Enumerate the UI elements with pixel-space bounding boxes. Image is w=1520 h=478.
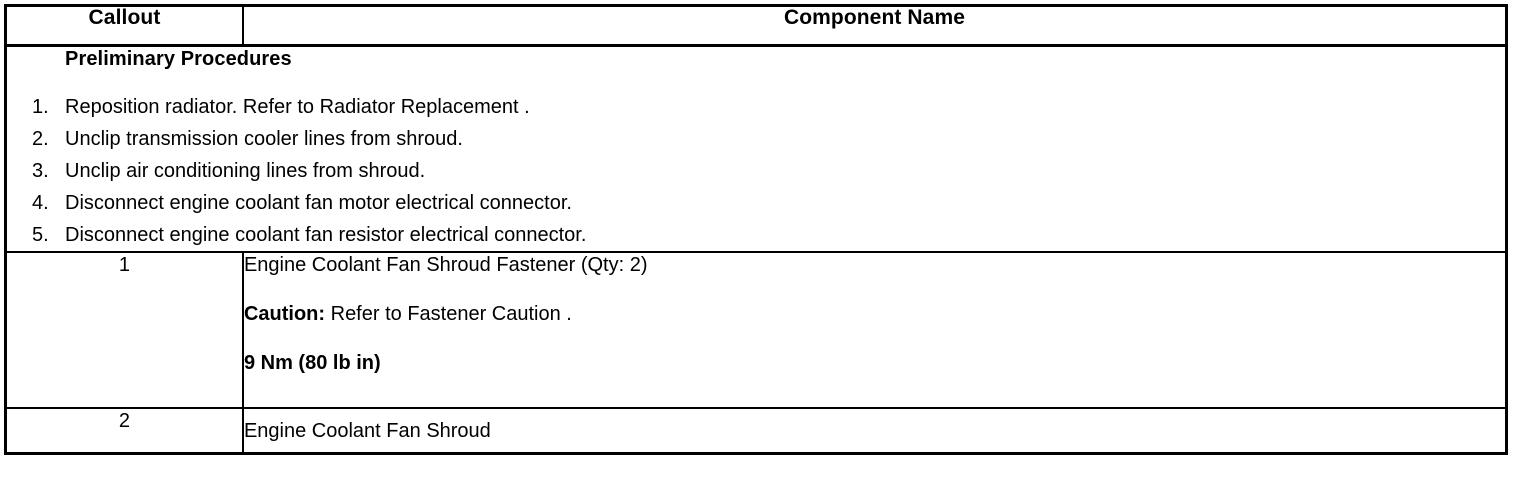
component-name-cell: Engine Coolant Fan Shroud	[242, 408, 1507, 454]
torque-specification: 9 Nm (80 lb in)	[243, 352, 381, 374]
component-name-text: Engine Coolant Fan Shroud	[243, 420, 491, 442]
list-item-text: Unclip air conditioning lines from shrou…	[65, 160, 426, 182]
list-item: 2. Unclip transmission cooler lines from…	[7, 123, 1505, 155]
list-item-text: Disconnect engine coolant fan resistor e…	[65, 224, 587, 246]
component-parts-table: Callout Component Name Preliminary Proce…	[4, 4, 1508, 455]
component-name-text: Engine Coolant Fan Shroud Fastener (Qty:…	[243, 254, 648, 276]
preliminary-spacer	[7, 77, 1505, 91]
list-item-number: 5.	[32, 224, 49, 246]
callout-number: 2	[5, 408, 244, 454]
list-item: 3. Unclip air conditioning lines from sh…	[7, 155, 1505, 187]
list-item-text: Disconnect engine coolant fan motor elec…	[65, 192, 572, 214]
table-row: 2 Engine Coolant Fan Shroud	[5, 408, 1507, 454]
list-item: 1. Reposition radiator. Refer to Radiato…	[7, 91, 1505, 123]
header-row: Callout Component Name	[5, 5, 1507, 47]
list-item-text: Reposition radiator. Refer to Radiator R…	[65, 96, 530, 118]
callout-number: 1	[5, 252, 244, 409]
caution-note: Caution: Refer to Fastener Caution .	[244, 302, 1505, 326]
list-item-text: Unclip transmission cooler lines from sh…	[65, 128, 463, 150]
column-header-component-name: Component Name	[242, 5, 1507, 47]
caution-label: Caution:	[243, 303, 326, 325]
list-item: 4. Disconnect engine coolant fan motor e…	[7, 187, 1505, 219]
table-header: Callout Component Name	[5, 5, 1507, 47]
list-item-number: 4.	[32, 192, 49, 214]
preliminary-procedures-cell: Preliminary Procedures 1. Reposition rad…	[5, 45, 1507, 253]
caution-text: Refer to Fastener Caution .	[325, 303, 572, 325]
list-item: 5. Disconnect engine coolant fan resisto…	[7, 219, 1505, 251]
component-name-cell: Engine Coolant Fan Shroud Fastener (Qty:…	[242, 252, 1507, 409]
list-item-number: 2.	[32, 128, 49, 150]
list-item-number: 1.	[32, 96, 49, 118]
preliminary-procedures-title: Preliminary Procedures	[65, 48, 292, 70]
column-header-callout: Callout	[5, 5, 244, 47]
table-body: Preliminary Procedures 1. Reposition rad…	[5, 45, 1507, 454]
list-item-number: 3.	[32, 160, 49, 182]
table-row: 1 Engine Coolant Fan Shroud Fastener (Qt…	[5, 252, 1507, 409]
preliminary-steps-list: 1. Reposition radiator. Refer to Radiato…	[7, 91, 1505, 251]
preliminary-procedures-row: Preliminary Procedures 1. Reposition rad…	[5, 45, 1507, 253]
